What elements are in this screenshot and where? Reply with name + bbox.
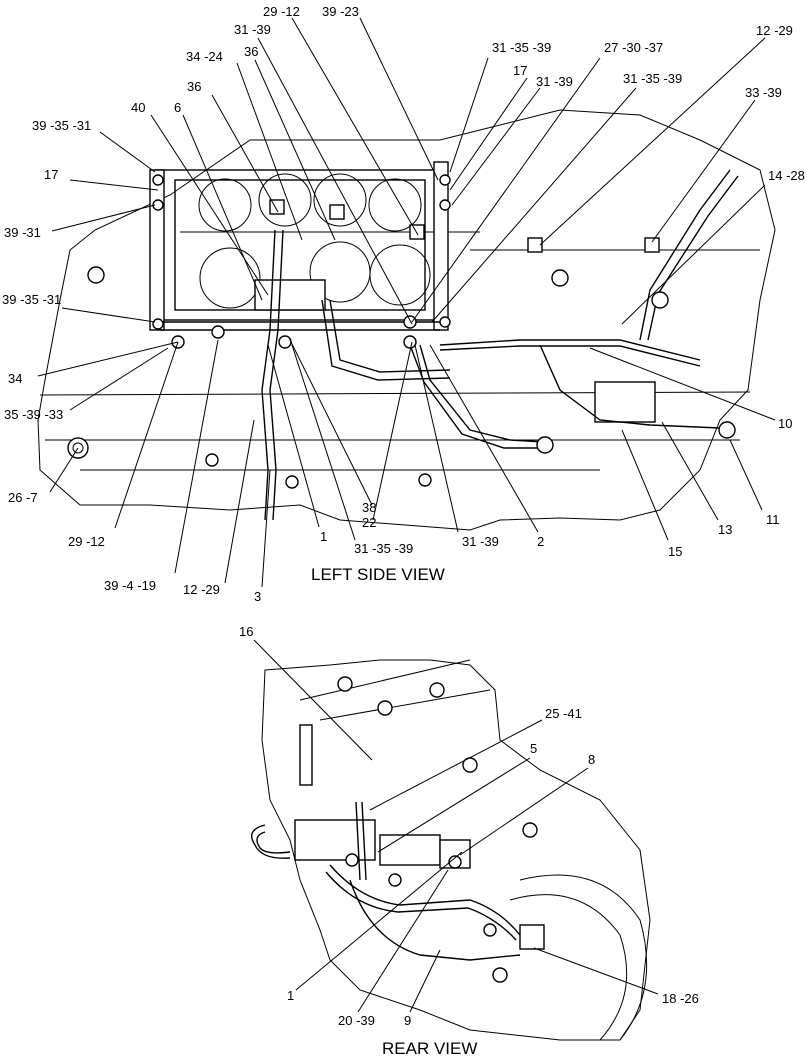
callout-label: 14 -28	[768, 168, 805, 183]
callout-label: 5	[530, 741, 537, 756]
callout-label: 17	[513, 63, 527, 78]
callout-label: 6	[174, 100, 181, 115]
callout-label: 29 -12	[68, 534, 105, 549]
callout-label: 39 -35 -31	[2, 292, 61, 307]
callout-label: 31 -39	[462, 534, 499, 549]
callout-label: 20 -39	[338, 1013, 375, 1028]
callout-label: 25 -41	[545, 706, 582, 721]
callout-label: 31 -35 -39	[623, 71, 682, 86]
callout-label: 3	[254, 589, 261, 604]
callout-label: 39 -35 -31	[32, 118, 91, 133]
callout-label: 2	[537, 534, 544, 549]
callout-label: 11	[766, 512, 780, 527]
left-side-view-drawing	[37, 109, 776, 531]
callout-label: 17	[44, 167, 58, 182]
callout-label: 10	[778, 416, 792, 431]
callout-label: 34	[8, 371, 22, 386]
callout-label: 40	[131, 100, 145, 115]
rear-view-callouts: 16 25 -41 5 8 1 20 -39 9 18 -26	[239, 624, 699, 1028]
callout-label: 36	[187, 79, 201, 94]
callout-label: 31 -39	[234, 22, 271, 37]
callout-label: 33 -39	[745, 85, 782, 100]
rear-view-drawing	[251, 659, 651, 1041]
callout-label: 18 -26	[662, 991, 699, 1006]
callout-label: 26 -7	[8, 490, 38, 505]
callout-label: 22	[362, 515, 376, 530]
rear-view-title: REAR VIEW	[382, 1039, 477, 1058]
callout-label: 31 -39	[536, 74, 573, 89]
left-side-view-title: LEFT SIDE VIEW	[311, 565, 445, 584]
callout-label: 1	[320, 529, 327, 544]
callout-label: 16	[239, 624, 253, 639]
callout-label: 36	[244, 44, 258, 59]
callout-label: 39 -31	[4, 225, 41, 240]
left-view-callouts: 29 -12 39 -23 31 -39 31 -35 -39 17 31 -3…	[2, 4, 805, 604]
left-view-leader-lines	[37, 17, 776, 588]
callout-label: 39 -4 -19	[104, 578, 156, 593]
callout-label: 15	[668, 544, 682, 559]
callout-label: 27 -30 -37	[604, 40, 663, 55]
callout-label: 29 -12	[263, 4, 300, 19]
callout-label: 12 -29	[756, 23, 793, 38]
callout-label: 31 -35 -39	[354, 541, 413, 556]
callout-label: 12 -29	[183, 582, 220, 597]
callout-label: 34 -24	[186, 49, 223, 64]
callout-label: 13	[718, 522, 732, 537]
callout-label: 31 -35 -39	[492, 40, 551, 55]
callout-label: 39 -23	[322, 4, 359, 19]
callout-label: 35 -39 -33	[4, 407, 63, 422]
callout-label: 8	[588, 752, 595, 767]
rear-view-leader-lines	[253, 639, 659, 1013]
callout-label: 1	[287, 988, 294, 1003]
callout-label: 9	[404, 1013, 411, 1028]
callout-label: 38	[362, 500, 376, 515]
